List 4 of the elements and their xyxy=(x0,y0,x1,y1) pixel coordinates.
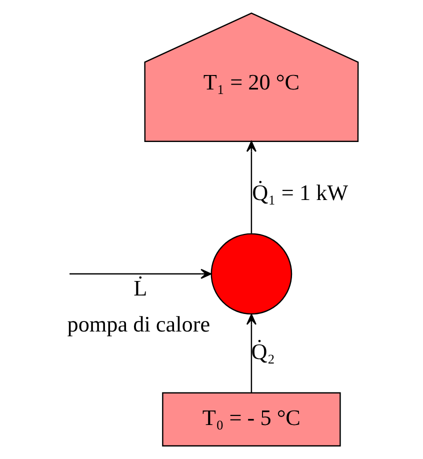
edge-label: Q̇₁ = 1 kW xyxy=(252,180,348,205)
edge-label: L̇ xyxy=(133,275,147,300)
edge-label: Q̇₂ xyxy=(250,338,275,364)
node-label: pompa di calore xyxy=(66,312,210,337)
